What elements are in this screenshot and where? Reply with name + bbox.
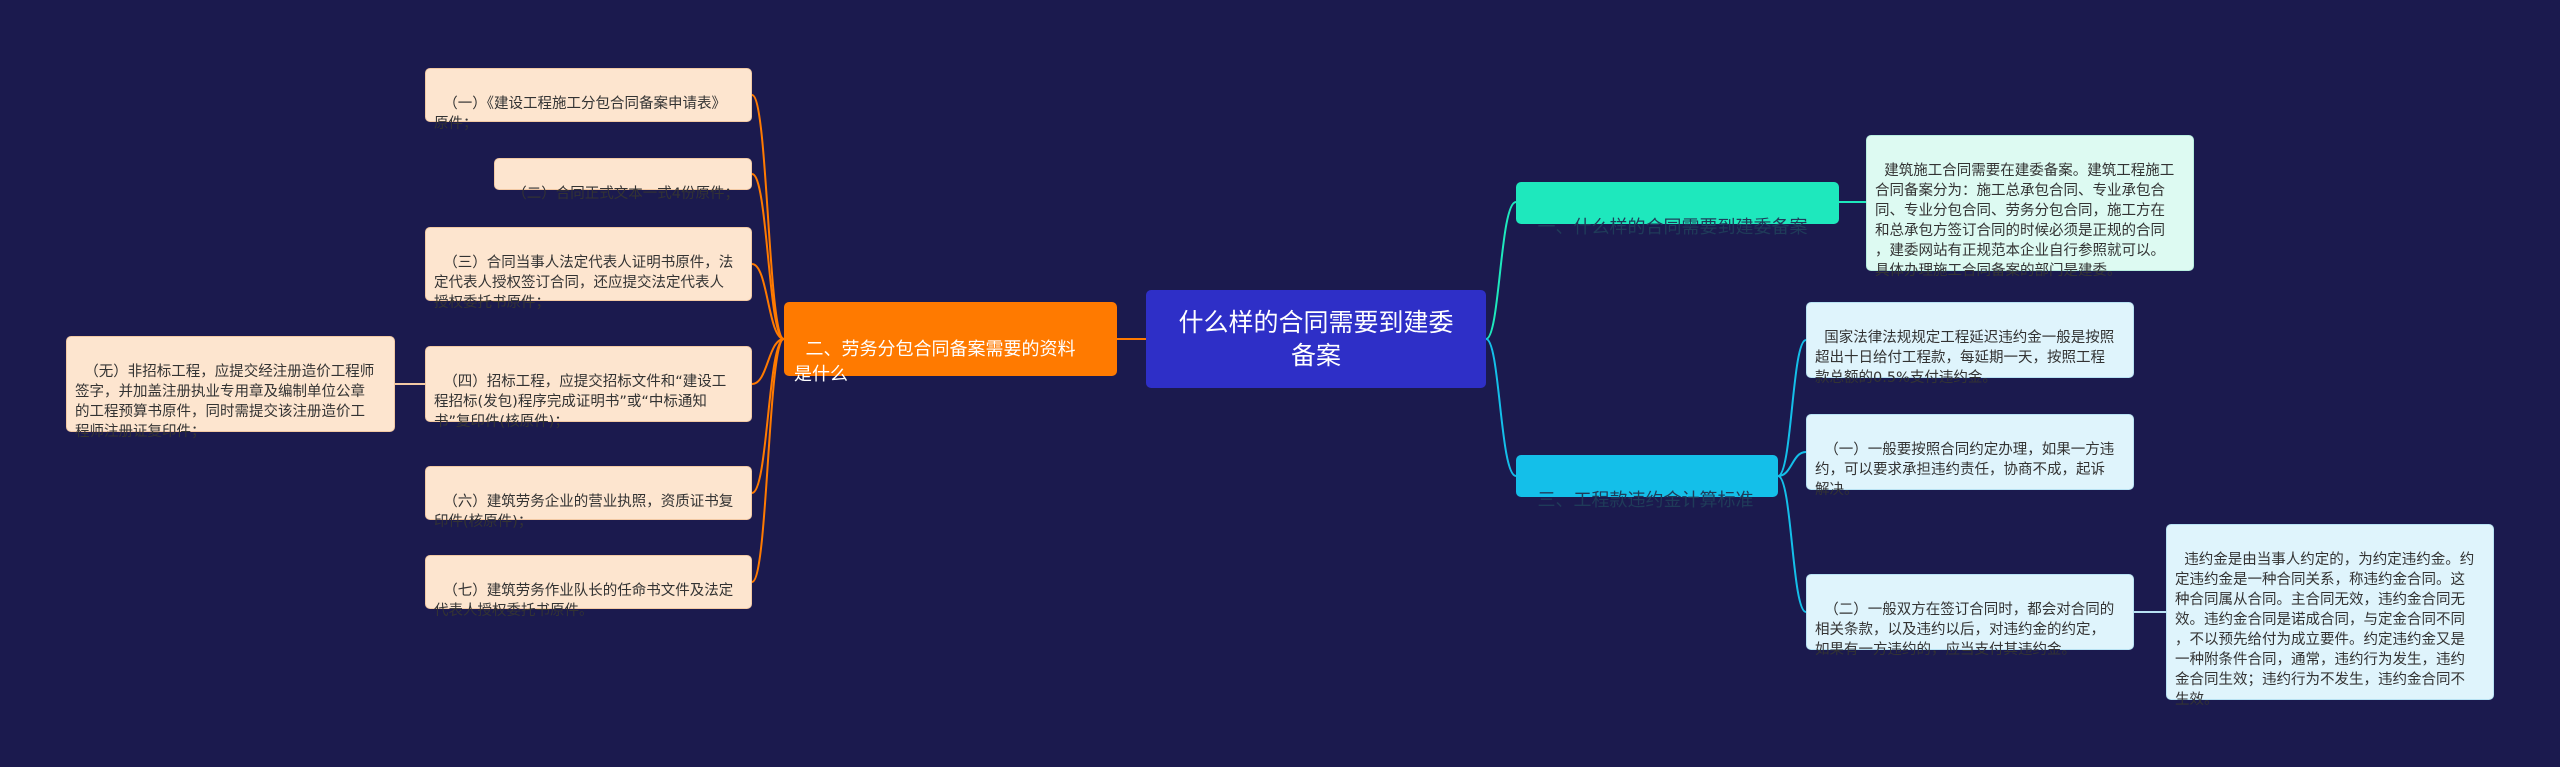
leaf-material-6[interactable]: （六）建筑劳务企业的营业执照，资质证书复 印件(核原件)； <box>425 466 752 530</box>
branch-penalty-standard-text: 三、工程款违约金计算标准 <box>1537 490 1754 511</box>
leaf-material-3[interactable]: （三）合同当事人法定代表人证明书原件，法 定代表人授权签订合同，还应提交法定代表… <box>425 227 752 311</box>
leaf-material-sub-text: （无）非招标工程，应提交经注册造价工程师 签字，并加盖注册执业专用章及编制单位公… <box>75 364 375 440</box>
leaf-material-1[interactable]: （一）《建设工程施工分包合同备案申请表》 原件； <box>425 68 752 132</box>
leaf-material-1-text: （一）《建设工程施工分包合同备案申请表》 原件； <box>434 96 726 132</box>
branch-materials-required[interactable]: 二、劳务分包合同备案需要的资料 是什么 <box>784 302 1117 385</box>
leaf-penalty-2[interactable]: （二）一般双方在签订合同时，都会对合同的 相关条款，以及违约以后，对违约金的约定… <box>1806 574 2134 658</box>
leaf-penalty-2-text: （二）一般双方在签订合同时，都会对合同的 相关条款，以及违约以后，对违约金的约定… <box>1815 602 2115 658</box>
leaf-filing-detail-text: 建筑施工合同需要在建委备案。建筑工程施工 合同备案分为：施工总承包合同、专业承包… <box>1875 163 2175 279</box>
leaf-material-2-text: （二）合同正式文本一式4份原件； <box>512 186 739 202</box>
leaf-material-4[interactable]: （四）招标工程，应提交招标文件和“建设工 程招标(发包)程序完成证明书”或“中标… <box>425 346 752 430</box>
leaf-material-3-text: （三）合同当事人法定代表人证明书原件，法 定代表人授权签订合同，还应提交法定代表… <box>434 255 734 311</box>
leaf-material-2[interactable]: （二）合同正式文本一式4份原件； <box>494 158 752 202</box>
leaf-material-4-text: （四）招标工程，应提交招标文件和“建设工 程招标(发包)程序完成证明书”或“中标… <box>434 374 727 430</box>
root-topic[interactable]: 什么样的合同需要到建委 备案 <box>1146 290 1486 388</box>
leaf-material-6-text: （六）建筑劳务企业的营业执照，资质证书复 印件(核原件)； <box>434 494 734 530</box>
leaf-penalty-1[interactable]: （一）一般要按照合同约定办理，如果一方违 约，可以要求承担违约责任，协商不成，起… <box>1806 414 2134 498</box>
leaf-material-7[interactable]: （七）建筑劳务作业队长的任命书文件及法定 代表人授权委托书原件。 <box>425 555 752 619</box>
leaf-material-sub[interactable]: （无）非招标工程，应提交经注册造价工程师 签字，并加盖注册执业专用章及编制单位公… <box>66 336 395 440</box>
leaf-penalty-sub-text: 违约金是由当事人约定的，为约定违约金。约 定违约金是一种合同关系，称违约金合同。… <box>2175 552 2475 708</box>
branch-which-contracts[interactable]: 一、什么样的合同需要到建委备案 <box>1516 182 1839 238</box>
branch-materials-required-text: 二、劳务分包合同备案需要的资料 是什么 <box>794 339 1076 385</box>
branch-which-contracts-text: 一、什么样的合同需要到建委备案 <box>1537 217 1808 238</box>
leaf-filing-detail[interactable]: 建筑施工合同需要在建委备案。建筑工程施工 合同备案分为：施工总承包合同、专业承包… <box>1866 135 2194 279</box>
leaf-penalty-law-text: 国家法律法规规定工程延迟违约金一般是按照 超出十日给付工程款，每延期一天，按照工… <box>1815 330 2115 386</box>
leaf-material-7-text: （七）建筑劳务作业队长的任命书文件及法定 代表人授权委托书原件。 <box>434 583 734 619</box>
leaf-penalty-law[interactable]: 国家法律法规规定工程延迟违约金一般是按照 超出十日给付工程款，每延期一天，按照工… <box>1806 302 2134 386</box>
root-topic-text: 什么样的合同需要到建委 备案 <box>1178 308 1454 370</box>
leaf-penalty-1-text: （一）一般要按照合同约定办理，如果一方违 约，可以要求承担违约责任，协商不成，起… <box>1815 442 2115 498</box>
leaf-penalty-sub[interactable]: 违约金是由当事人约定的，为约定违约金。约 定违约金是一种合同关系，称违约金合同。… <box>2166 524 2494 708</box>
branch-penalty-standard[interactable]: 三、工程款违约金计算标准 <box>1516 455 1778 511</box>
